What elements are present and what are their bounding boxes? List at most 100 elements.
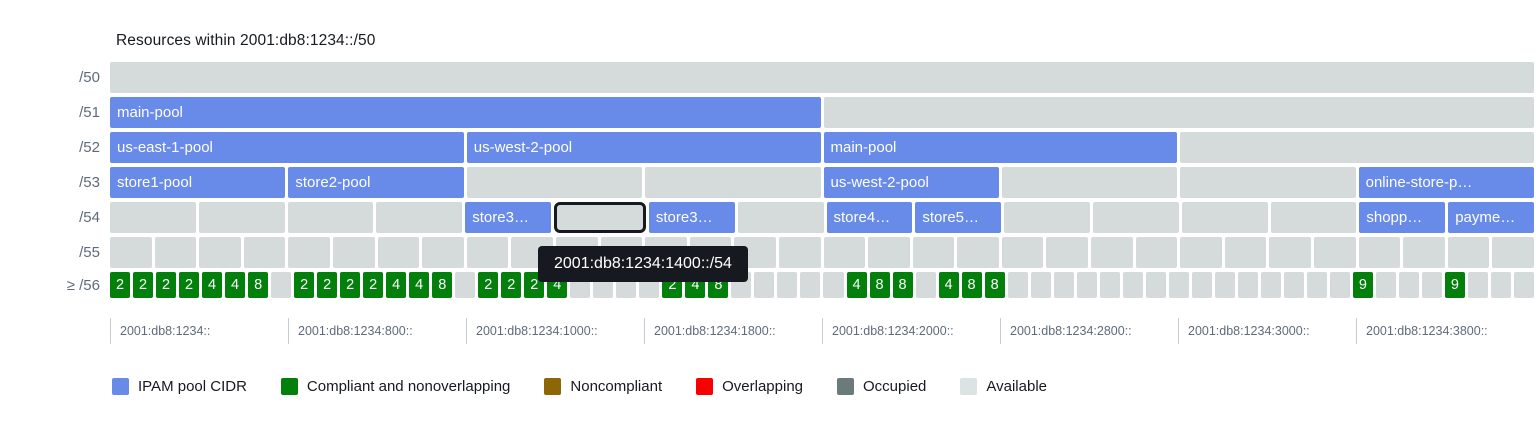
cidr-cell-available[interactable] (1270, 202, 1357, 233)
cidr-cell-available[interactable] (1092, 202, 1179, 233)
cidr-cell-available[interactable] (1180, 237, 1222, 268)
cidr-cell-available[interactable] (1403, 237, 1445, 268)
cidr-cell-available[interactable] (1237, 272, 1258, 298)
cidr-cell-available[interactable] (288, 237, 330, 268)
legend-item[interactable]: Compliant and nonoverlapping (280, 378, 510, 395)
cidr-cell-compliant[interactable]: 2 (294, 272, 315, 298)
cidr-cell-compliant[interactable]: 4 (409, 272, 430, 298)
cidr-cell-pool[interactable]: store1-pool (110, 167, 286, 198)
cidr-cell-available[interactable] (1076, 272, 1097, 298)
legend-item[interactable]: Overlapping (696, 378, 803, 395)
cidr-cell-pool[interactable]: store2-pool (288, 167, 464, 198)
cidr-cell-available[interactable] (868, 237, 910, 268)
cidr-cell-available[interactable] (1145, 272, 1166, 298)
cidr-cell-pool[interactable]: shopp… (1359, 202, 1446, 233)
cidr-cell-available[interactable] (287, 202, 374, 233)
cidr-cell-available[interactable] (1421, 272, 1442, 298)
cidr-cell-pool[interactable]: payme… (1448, 202, 1534, 233)
cidr-cell-available[interactable] (1260, 272, 1281, 298)
cidr-cell-available[interactable] (466, 167, 643, 198)
legend-item[interactable]: Occupied (837, 378, 926, 395)
cidr-cell-available[interactable] (1358, 237, 1401, 268)
cidr-cell-pool[interactable]: store3… (465, 202, 552, 233)
cidr-cell-available[interactable] (466, 237, 509, 268)
cidr-cell-compliant[interactable]: 2 (317, 272, 338, 298)
cidr-cell-available[interactable] (1046, 237, 1089, 268)
cidr-cell-available[interactable] (912, 237, 955, 268)
cidr-cell-compliant[interactable]: 4 (386, 272, 407, 298)
cidr-cell-available[interactable] (1180, 132, 1534, 163)
cidr-cell-pool[interactable]: main-pool (823, 132, 1178, 163)
cidr-cell-available[interactable] (1053, 272, 1074, 298)
cidr-cell-available[interactable] (110, 237, 152, 268)
cidr-cell-compliant[interactable]: 4 (938, 272, 959, 298)
cidr-cell-compliant[interactable]: 9 (1352, 272, 1373, 298)
legend-item[interactable]: IPAM pool CIDR (112, 378, 247, 395)
cidr-cell-available[interactable] (332, 237, 375, 268)
cidr-cell-available[interactable] (1135, 237, 1178, 268)
cidr-cell-available[interactable] (1329, 272, 1350, 298)
cidr-cell-available[interactable] (1375, 272, 1396, 298)
cidr-cell-available[interactable] (1099, 272, 1120, 298)
cidr-cell-pool[interactable]: online-store-p… (1358, 167, 1534, 198)
cidr-cell-available[interactable] (1214, 272, 1235, 298)
cidr-cell-compliant[interactable]: 2 (110, 272, 131, 298)
cidr-cell-available[interactable] (823, 237, 866, 268)
cidr-cell-available[interactable] (754, 272, 775, 298)
cidr-cell-available[interactable] (1283, 272, 1304, 298)
cidr-cell-available[interactable] (645, 167, 821, 198)
cidr-cell-compliant[interactable]: 4 (225, 272, 246, 298)
cidr-cell-available[interactable] (1492, 237, 1534, 268)
cidr-cell-compliant[interactable]: 2 (340, 272, 361, 298)
cidr-cell-available[interactable] (1224, 237, 1267, 268)
cidr-cell-available[interactable] (1007, 272, 1028, 298)
cidr-cell-available[interactable] (1306, 272, 1327, 298)
cidr-cell-available[interactable] (823, 97, 1534, 128)
cidr-cell-available[interactable] (199, 237, 241, 268)
cidr-cell-pool[interactable]: us-west-2-pool (823, 167, 999, 198)
cidr-cell-available[interactable] (376, 202, 463, 233)
cidr-cell-available[interactable] (154, 237, 197, 268)
legend-item[interactable]: Noncompliant (544, 378, 662, 395)
cidr-cell-available[interactable] (957, 237, 999, 268)
cidr-cell-compliant[interactable]: 4 (202, 272, 223, 298)
cidr-cell-available[interactable] (455, 272, 476, 298)
cidr-cell-available[interactable] (737, 202, 824, 233)
cidr-cell-compliant[interactable]: 4 (846, 272, 867, 298)
cidr-cell-compliant[interactable]: 2 (133, 272, 154, 298)
cidr-cell-compliant[interactable]: 2 (179, 272, 200, 298)
cidr-cell-available[interactable] (915, 272, 936, 298)
cidr-cell-available[interactable] (1001, 167, 1178, 198)
cidr-cell-available[interactable] (243, 237, 286, 268)
cidr-cell-available[interactable] (271, 272, 292, 298)
cidr-cell-compliant[interactable]: 8 (961, 272, 982, 298)
cidr-cell-available[interactable] (1004, 202, 1090, 233)
cidr-cell-available[interactable] (1180, 167, 1356, 198)
cidr-cell-available[interactable] (422, 237, 464, 268)
cidr-cell-available[interactable] (110, 202, 196, 233)
cidr-cell-compliant[interactable]: 8 (869, 272, 890, 298)
cidr-cell-available[interactable] (1181, 202, 1268, 233)
cidr-cell-available[interactable] (1091, 237, 1133, 268)
legend-item[interactable]: Available (960, 378, 1047, 395)
cidr-cell-pool[interactable]: us-west-2-pool (466, 132, 821, 163)
cidr-cell-available[interactable] (1314, 237, 1356, 268)
cidr-cell-available[interactable] (1447, 237, 1490, 268)
cidr-cell-available[interactable] (778, 237, 821, 268)
cidr-cell-available[interactable] (1269, 237, 1312, 268)
cidr-cell-available[interactable] (1191, 272, 1212, 298)
cidr-cell-selected[interactable] (554, 202, 646, 233)
cidr-cell-available[interactable] (1168, 272, 1189, 298)
cidr-cell-pool[interactable]: store3… (648, 202, 735, 233)
cidr-cell-compliant[interactable]: 8 (984, 272, 1005, 298)
cidr-cell-compliant[interactable]: 2 (478, 272, 499, 298)
cidr-cell-available[interactable] (1490, 272, 1511, 298)
cidr-cell-compliant[interactable]: 2 (501, 272, 522, 298)
cidr-cell-compliant[interactable]: 2 (156, 272, 177, 298)
cidr-cell-available[interactable] (1513, 272, 1534, 298)
cidr-cell-available[interactable] (823, 272, 844, 298)
cidr-cell-available[interactable] (1122, 272, 1143, 298)
cidr-cell-compliant[interactable]: 8 (248, 272, 269, 298)
cidr-cell-compliant[interactable]: 2 (363, 272, 384, 298)
cidr-cell-available[interactable] (800, 272, 821, 298)
